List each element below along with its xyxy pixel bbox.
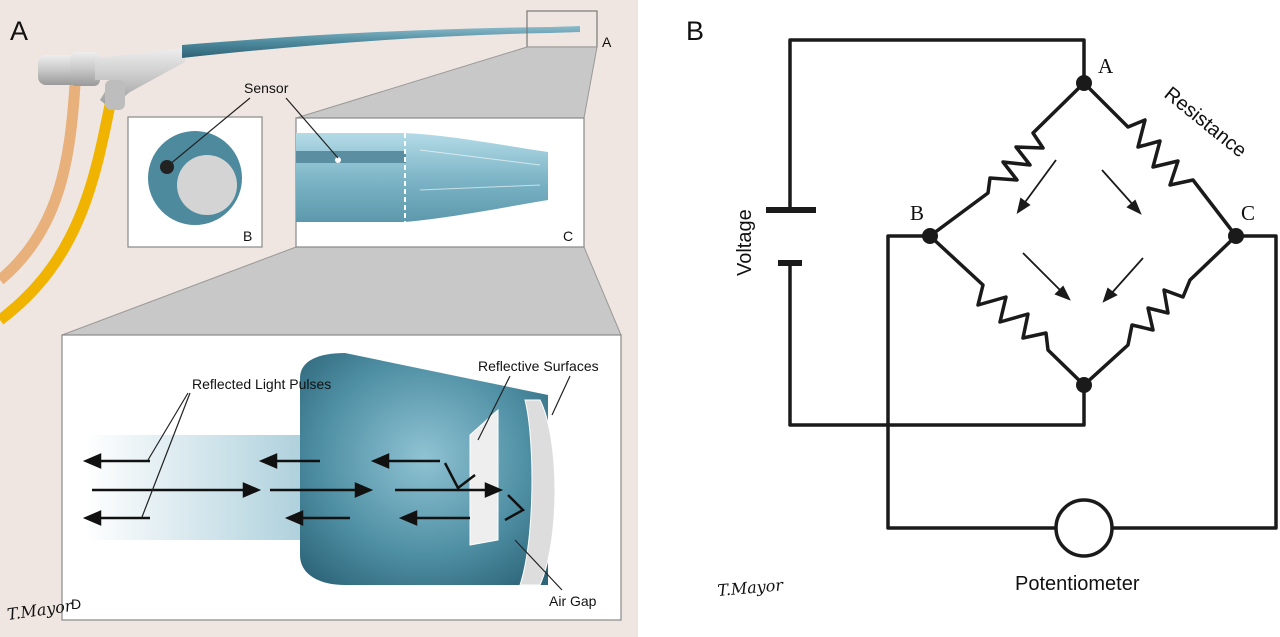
panel-b-letter: B	[686, 16, 704, 46]
wire-top	[788, 38, 1086, 210]
inset-d-label: D	[71, 596, 81, 612]
wire-c-potentiometer	[1112, 234, 1278, 530]
resistor-a-c	[1082, 81, 1238, 238]
reflected-leader-2	[141, 392, 191, 518]
sensor-leader-c	[285, 97, 339, 159]
light-beam	[85, 435, 305, 540]
reflected-leader-1	[147, 392, 189, 461]
orange-tube	[0, 84, 81, 285]
wire-b-potentiometer	[886, 234, 1056, 530]
zoom-projection-c	[295, 46, 598, 119]
yellow-tube	[0, 93, 118, 325]
panel-a-catheter-illustration: A B C Sensor	[0, 0, 638, 637]
inset-d-optical-detail: D	[61, 334, 622, 621]
air-gap-leader	[514, 539, 563, 591]
signature-b: T.Mayor	[717, 575, 785, 600]
node-bottom-dot	[1076, 377, 1092, 393]
inset-b-cross-section: B	[127, 116, 263, 248]
voltage-label: Voltage	[734, 209, 756, 276]
inset-b-label: B	[243, 228, 252, 244]
sensor-leader-b	[168, 97, 251, 166]
catheter-connector	[38, 48, 185, 110]
node-a-label: A	[1098, 54, 1114, 78]
wire-bottom	[788, 263, 1086, 427]
reflected-light-label: Reflected Light Pulses	[192, 376, 331, 392]
resistor-a-b	[928, 81, 1086, 238]
inset-c-tip-closeup: C	[295, 117, 585, 248]
tip-box-label: A	[602, 34, 612, 50]
current-arrows	[1016, 159, 1144, 303]
node-b-dot	[922, 228, 938, 244]
reflective-leader-2	[551, 375, 571, 416]
reflective-surfaces-label: Reflective Surfaces	[478, 358, 599, 374]
light-arrows	[82, 453, 526, 526]
potentiometer-symbol	[1054, 498, 1114, 558]
resistor-b-bottom	[928, 234, 1086, 387]
node-c-label: C	[1241, 201, 1255, 225]
sensor-body	[300, 353, 548, 585]
potentiometer-label: Potentiometer	[1015, 573, 1140, 595]
inset-c-label: C	[563, 228, 573, 244]
node-b-label: B	[910, 201, 924, 225]
node-a-dot	[1076, 75, 1092, 91]
panel-b-svg: A B C Voltage Resistance Potentiometer T…	[686, 16, 1278, 600]
air-gap-label: Air Gap	[549, 593, 597, 609]
panel-a-svg: A B C Sensor	[0, 10, 622, 624]
node-c-dot	[1228, 228, 1244, 244]
panel-b-wheatstone-bridge: A B C Voltage Resistance Potentiometer T…	[638, 0, 1280, 637]
reflective-surface-back	[519, 399, 556, 586]
zoom-projection-d	[61, 246, 622, 336]
sensor-label: Sensor	[244, 80, 289, 96]
battery-long-plate	[766, 207, 816, 213]
catheter-shaft	[182, 26, 580, 58]
reflective-leader-1	[477, 375, 511, 441]
battery-short-plate	[778, 260, 802, 266]
resistor-c-bottom	[1082, 234, 1238, 387]
resistance-label: Resistance	[1160, 83, 1251, 162]
panel-a-letter: A	[10, 16, 28, 46]
